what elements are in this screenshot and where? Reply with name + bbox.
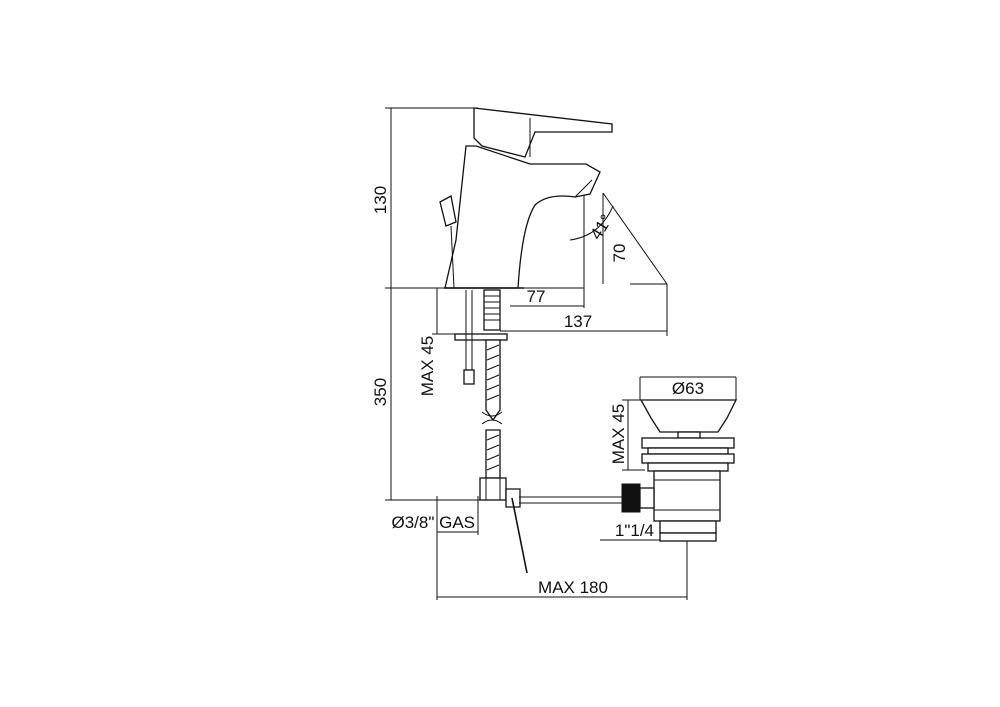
dimension-labels: 130 77 137 41° 70 350 MAX 45 MAX 45 Ø63 … <box>371 186 704 597</box>
label-max-45-waste: MAX 45 <box>609 404 628 464</box>
label-diameter-63: Ø63 <box>672 379 704 398</box>
waste-assembly <box>621 399 738 542</box>
label-max-180: MAX 180 <box>538 578 608 597</box>
under-deck-fittings <box>454 289 625 574</box>
label-connection-gas: Ø3/8" GAS <box>391 513 475 532</box>
label-77: 77 <box>527 287 546 306</box>
faucet <box>439 107 613 289</box>
label-41-degrees: 41° <box>586 211 616 243</box>
label-130: 130 <box>371 186 390 214</box>
lever-handle <box>473 107 613 158</box>
label-70: 70 <box>610 244 629 263</box>
label-137: 137 <box>564 312 592 331</box>
faucet-body <box>444 145 601 289</box>
label-350: 350 <box>371 378 390 406</box>
label-waste-thread: 1"1/4 <box>615 521 654 540</box>
label-max-45-tap: MAX 45 <box>418 336 437 396</box>
dimension-lines <box>385 107 737 600</box>
waste-cap <box>639 399 738 433</box>
